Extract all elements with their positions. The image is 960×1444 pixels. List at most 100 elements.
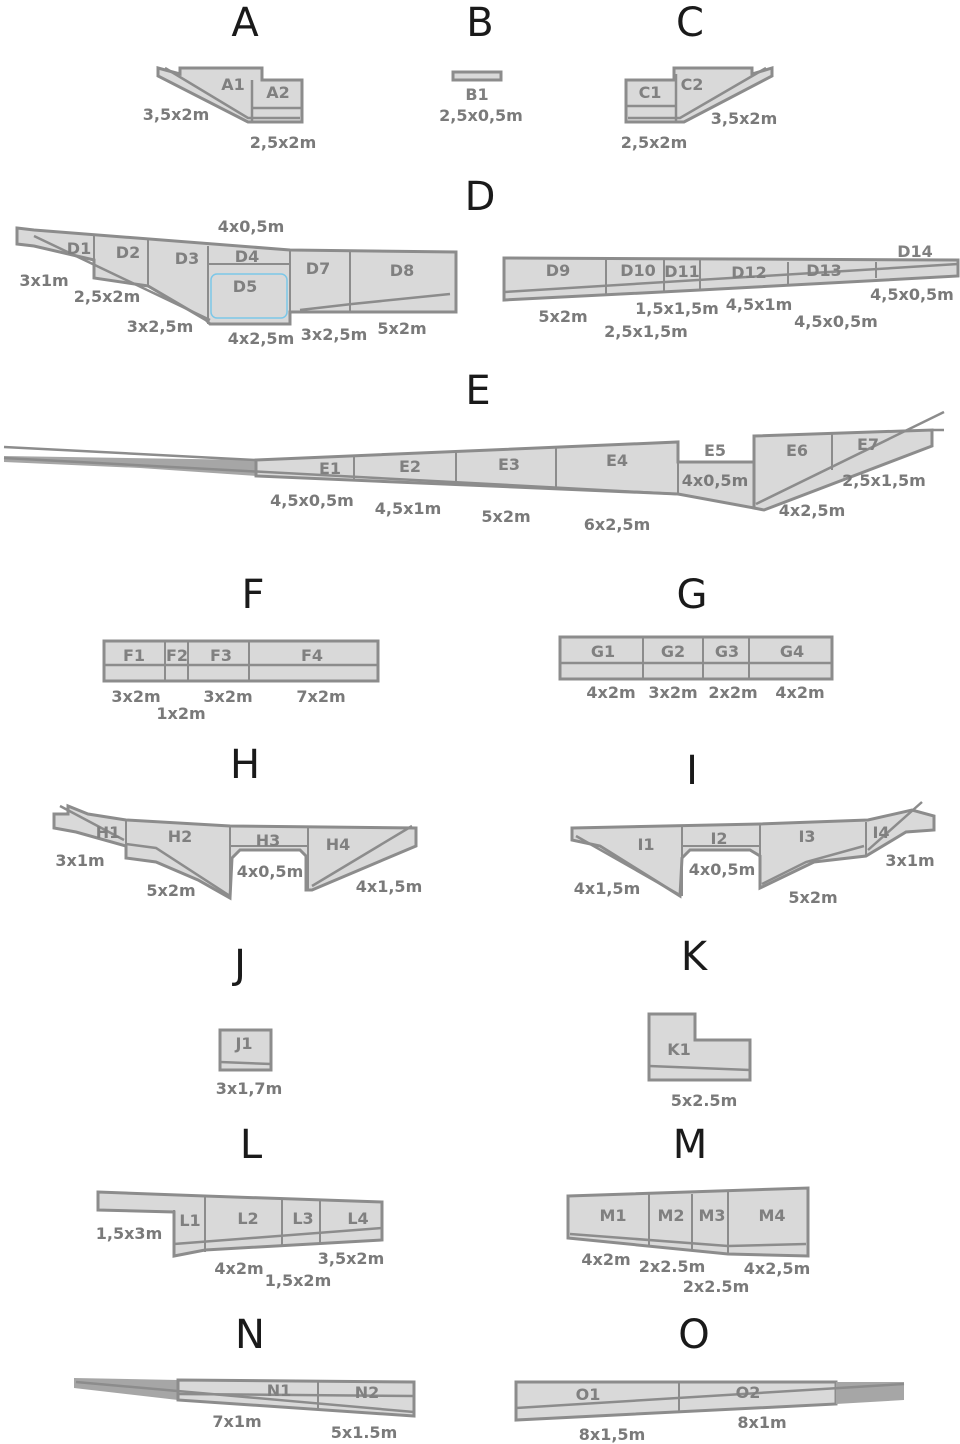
dim-d9: 5x2m: [538, 307, 587, 326]
section-e-shape: [3, 410, 945, 512]
cell-m4-label: M4: [758, 1206, 785, 1225]
cell-f1-label: F1: [123, 646, 145, 665]
section-d-shape: [15, 226, 960, 326]
dim-e4: 6x2,5m: [584, 515, 650, 534]
cell-g1-label: G1: [591, 642, 615, 661]
section-e-title: E: [465, 368, 490, 414]
cell-m3-label: M3: [698, 1206, 725, 1225]
cell-f3-label: F3: [210, 646, 232, 665]
dim-i1: 4x1,5m: [574, 879, 640, 898]
dim-m2: 2x2.5m: [639, 1257, 705, 1276]
dim-h4: 4x1,5m: [356, 877, 422, 896]
dim-e1: 4,5x0,5m: [270, 491, 354, 510]
dim-d2: 2,5x2m: [74, 287, 140, 306]
dim-a1: 3,5x2m: [143, 105, 209, 124]
dim-d7: 3x2,5m: [301, 325, 367, 344]
section-a-title: A: [231, 0, 259, 46]
dim-e5: 4x0,5m: [682, 471, 748, 490]
cell-g2-label: G2: [661, 642, 685, 661]
section-o-shape: [514, 1380, 905, 1422]
dim-d12: 4,5x1m: [726, 295, 792, 314]
dim-d13: 4,5x0,5m: [794, 312, 878, 331]
cell-d9-label: D9: [546, 261, 570, 280]
section-b-title: B: [466, 0, 493, 46]
dim-a2: 2,5x2m: [250, 133, 316, 152]
dim-m3: 2x2.5m: [683, 1277, 749, 1296]
dim-c1: 2,5x2m: [621, 133, 687, 152]
cell-e3-label: E3: [498, 455, 520, 474]
cell-e5-label: E5: [704, 441, 726, 460]
cell-l3-label: L3: [292, 1209, 313, 1228]
dim-d14: 4,5x0,5m: [870, 285, 954, 304]
cell-k1-label: K1: [667, 1040, 691, 1059]
cell-e6-label: E6: [786, 441, 808, 460]
dim-l4: 3,5x2m: [318, 1249, 384, 1268]
section-j-shape: [218, 1028, 273, 1072]
dim-g2: 3x2m: [648, 683, 697, 702]
cell-g3-label: G3: [715, 642, 739, 661]
section-d-title: D: [465, 174, 496, 220]
section-k-shape: [647, 1012, 752, 1082]
cell-j1-label: J1: [234, 1034, 252, 1053]
dim-f4: 7x2m: [296, 687, 345, 706]
dim-n1: 7x1m: [212, 1412, 261, 1431]
section-l-title: L: [240, 1122, 263, 1168]
dim-g3: 2x2m: [708, 683, 757, 702]
dim-d10: 1,5x1,5m: [635, 299, 719, 318]
cell-h4-label: H4: [326, 835, 351, 854]
cell-d13-label: D13: [806, 261, 842, 280]
dim-i3: 5x2m: [788, 888, 837, 907]
cell-i3-label: I3: [798, 827, 815, 846]
cell-o2-label: O2: [736, 1383, 761, 1402]
dim-k1: 5x2.5m: [671, 1091, 737, 1110]
dim-l1: 1,5x3m: [96, 1224, 162, 1243]
cell-i4-label: I4: [872, 823, 889, 842]
dim-i4: 3x1m: [885, 851, 934, 870]
cell-d3-label: D3: [175, 249, 199, 268]
cell-e1-label: E1: [319, 459, 341, 478]
cell-g4-label: G4: [780, 642, 804, 661]
cell-m2-label: M2: [657, 1206, 684, 1225]
dim-d5: 4x2,5m: [228, 329, 294, 348]
section-g-shape: [558, 635, 834, 681]
section-f-title: F: [241, 572, 264, 618]
section-i-title: I: [686, 748, 698, 794]
cell-d2-label: D2: [116, 243, 140, 262]
dim-d8: 5x2m: [377, 319, 426, 338]
cell-c1-label: C1: [639, 83, 662, 102]
section-n-shape: [74, 1378, 416, 1418]
dim-h3: 4x0,5m: [237, 862, 303, 881]
dim-l3: 1,5x2m: [265, 1271, 331, 1290]
dim-e3: 5x2m: [481, 507, 530, 526]
cell-d5-label: D5: [233, 277, 257, 296]
dim-g4: 4x2m: [775, 683, 824, 702]
cell-h3-label: H3: [256, 831, 281, 850]
dim-f2: 1x2m: [156, 704, 205, 723]
section-l-shape: [96, 1190, 384, 1258]
cell-i1-label: I1: [637, 835, 654, 854]
cell-e2-label: E2: [399, 457, 421, 476]
dim-f1: 3x2m: [111, 687, 160, 706]
cell-d11-label: D11: [664, 262, 700, 281]
section-o-title: O: [678, 1312, 709, 1358]
dim-e6: 4x2,5m: [779, 501, 845, 520]
cell-d8-label: D8: [390, 261, 414, 280]
dim-j1: 3x1,7m: [216, 1079, 282, 1098]
cell-h2-label: H2: [168, 827, 193, 846]
cell-l4-label: L4: [347, 1209, 368, 1228]
section-k-title: K: [681, 934, 709, 980]
dim-b1: 2,5x0,5m: [439, 106, 523, 125]
dim-o1: 8x1,5m: [579, 1425, 645, 1444]
dim-d11: 2,5x1,5m: [604, 322, 688, 341]
dim-f3: 3x2m: [203, 687, 252, 706]
section-h-title: H: [230, 742, 260, 788]
dim-h1: 3x1m: [55, 851, 104, 870]
dim-i2: 4x0,5m: [689, 860, 755, 879]
section-a-shape: [156, 66, 304, 124]
section-c-title: C: [676, 0, 704, 46]
cell-n2-label: N2: [355, 1383, 380, 1402]
cell-a1-label: A1: [221, 75, 245, 94]
cell-e4-label: E4: [606, 451, 628, 470]
dim-m4: 4x2,5m: [744, 1259, 810, 1278]
section-h-shape: [52, 803, 418, 901]
